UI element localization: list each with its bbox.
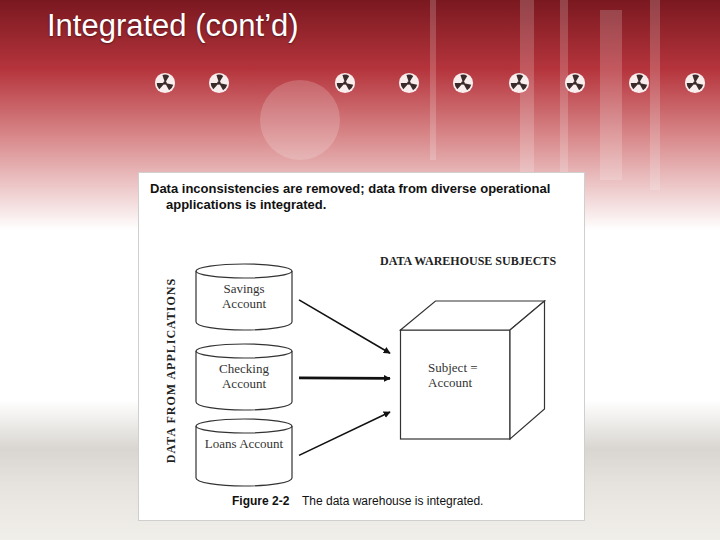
node-text-holder: Checking Account [201, 361, 287, 391]
node-label: Checking Account [201, 361, 287, 391]
database-cylinder: Savings Account [195, 263, 293, 330]
flow-arrow [299, 377, 390, 380]
cube-side [510, 301, 545, 439]
figure-number: Figure 2-2 [232, 494, 289, 508]
cube-front [401, 330, 511, 439]
cylinder-outline [195, 418, 293, 486]
cylinder-body [196, 426, 292, 486]
node-text-holder: Loans Account [201, 436, 287, 451]
database-cylinder: Checking Account [195, 343, 293, 410]
figure-caption: The data warehouse is integrated. [302, 494, 483, 508]
axis-label: DATA FROM APPLICATIONS [165, 277, 180, 462]
node-text-holder: Subject = Account [428, 360, 504, 390]
subject-cube: Subject = Account [400, 300, 545, 440]
cylinder-body [196, 271, 292, 330]
figure-heading: Data inconsistencies are removed; data f… [150, 181, 586, 213]
cylinder-top [196, 344, 292, 358]
node-text-holder: Savings Account [201, 281, 287, 311]
cylinder-top [196, 264, 292, 278]
cylinder-body [196, 351, 292, 410]
slide-title: Integrated (cont’d) [47, 8, 299, 44]
section-label: DATA WAREHOUSE SUBJECTS [380, 254, 556, 269]
flow-arrow [299, 412, 390, 455]
database-cylinder: Loans Account [195, 418, 293, 486]
flow-arrow [299, 300, 390, 353]
node-label: Loans Account [201, 436, 287, 451]
node-label: Subject = Account [428, 360, 504, 390]
cylinder-top [196, 419, 292, 433]
node-label: Savings Account [201, 281, 287, 311]
